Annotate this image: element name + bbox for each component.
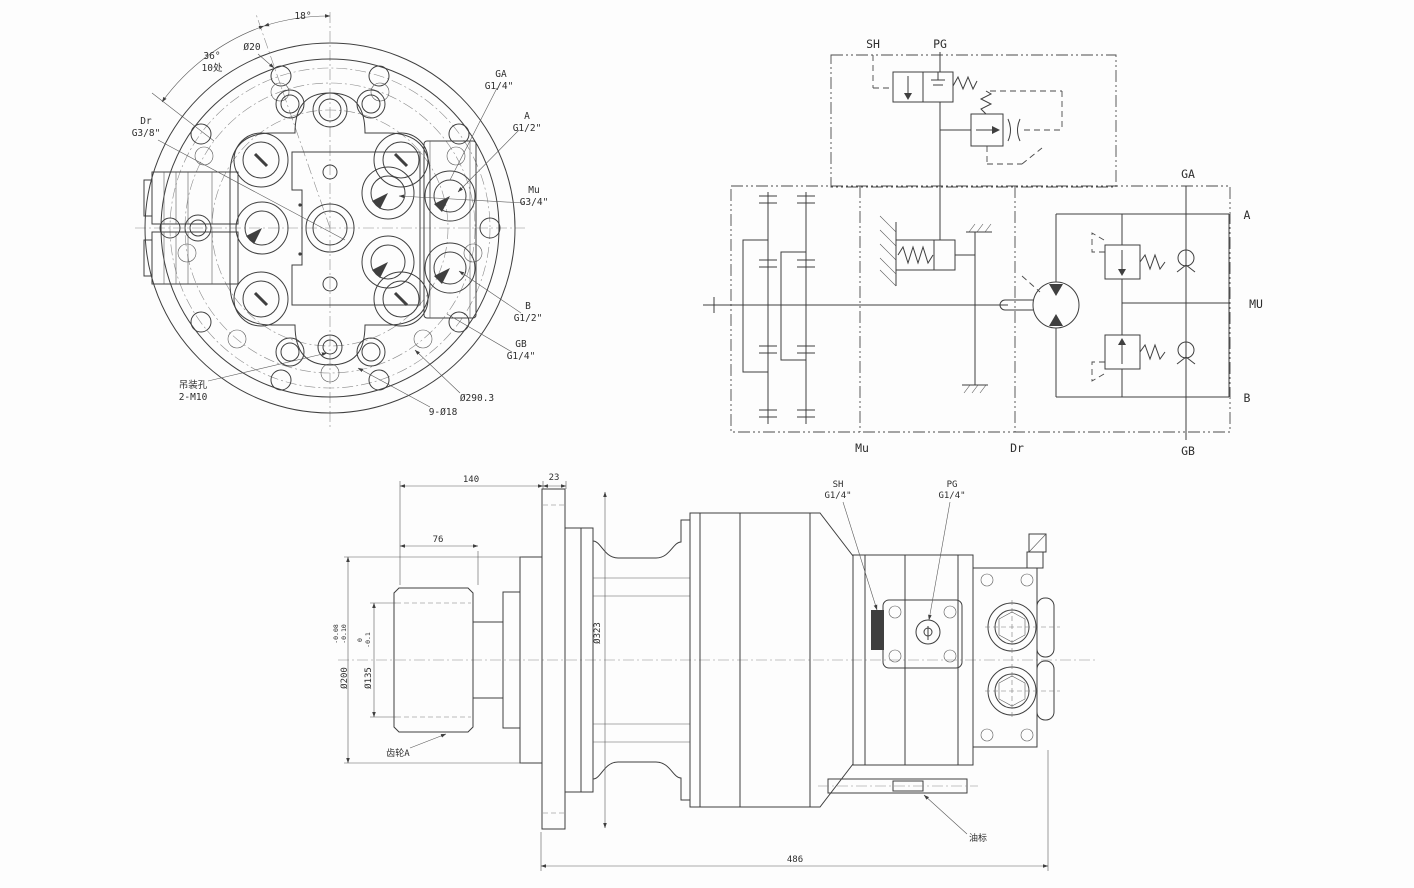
shuttle-valve-symbol	[892, 71, 978, 103]
dim-d135-tol-up: 0	[356, 638, 364, 642]
motor-valve-block	[999, 186, 1230, 440]
sch-label-b: B	[1244, 391, 1251, 405]
label-ga-port: GA	[495, 69, 507, 80]
label-gb-thread: G1/4"	[507, 351, 536, 362]
label-b-thread: G1/2"	[514, 313, 543, 324]
body-ports	[235, 166, 415, 289]
label-b-port: B	[525, 301, 531, 312]
dim-23: 23	[549, 473, 560, 483]
label-mu-thread: G3/4"	[520, 197, 549, 208]
gear-a	[393, 587, 474, 733]
hose-connectors	[143, 171, 239, 285]
dim-angle-18: 18°	[294, 11, 311, 22]
side-dimensions	[344, 481, 1049, 871]
valve-cover-outline	[229, 92, 431, 366]
cover-screws	[233, 89, 429, 367]
bolt-holes-d18	[177, 82, 483, 383]
valve-body	[291, 151, 421, 306]
oil-gauge-rod	[818, 778, 978, 794]
port-end-block	[972, 551, 1060, 748]
dim-76: 76	[433, 535, 444, 545]
side-label-pg: PG	[947, 480, 958, 490]
label-ga-thread: G1/4"	[485, 81, 514, 92]
sch-label-dr: Dr	[1010, 441, 1024, 455]
dim-angle-36: 36°	[203, 51, 220, 62]
gearbox-symbol	[703, 192, 1008, 424]
dim-hole-d20: Ø20	[243, 42, 260, 53]
mounting-flange	[541, 488, 566, 830]
dim-d135: Ø135	[363, 667, 374, 689]
dim-d135-tol-low: -0.1	[364, 632, 372, 648]
reducing-valve-symbol	[940, 90, 1063, 165]
label-mu-port: Mu	[528, 185, 539, 196]
label-oil-gauge: 油标	[969, 832, 987, 844]
label-mount-holes: 9-Ø18	[429, 407, 458, 418]
side-view: 140 23 76 486 Ø323 Ø200 -0.08 -0.10 Ø135…	[332, 473, 1095, 871]
sch-label-a: A	[1244, 208, 1251, 222]
dim-d323: Ø323	[592, 622, 603, 644]
front-view: 18° 36° 10处 Ø20 Dr G3/8" GA G1/4" A G1/2…	[132, 11, 549, 428]
label-bolt-circle: Ø290.3	[460, 393, 494, 404]
sch-label-mu-case: Mu	[855, 441, 869, 455]
dim-d200: Ø200	[339, 667, 350, 689]
label-dr-port: Dr	[140, 116, 152, 127]
dim-angle-36-count: 10处	[202, 62, 223, 74]
label-dr-thread: G3/8"	[132, 128, 161, 139]
label-gb-port: GB	[515, 339, 527, 350]
sch-label-sh: SH	[866, 37, 880, 51]
sh-pg-plate	[871, 599, 963, 669]
gearbox-housing	[581, 519, 690, 559]
port-block-ab	[423, 140, 477, 319]
sch-label-gb: GB	[1181, 444, 1195, 458]
sh-plug	[871, 610, 884, 650]
label-lifting-hole-spec: 2-M10	[179, 392, 208, 403]
label-a-thread: G1/2"	[513, 123, 542, 134]
brake-symbol	[879, 215, 992, 394]
front-port-leaders	[157, 87, 525, 408]
sch-label-ga: GA	[1181, 167, 1195, 181]
side-label-sh-thread: G1/4"	[824, 491, 851, 501]
side-label-sh: SH	[833, 480, 844, 490]
label-a-port: A	[524, 111, 530, 122]
sch-label-mu: MU	[1249, 297, 1263, 311]
hydraulic-schematic: SH PG GA A MU B GB Mu Dr	[703, 37, 1263, 458]
dim-486: 486	[787, 855, 803, 865]
motor-body	[689, 512, 811, 808]
side-label-pg-thread: G1/4"	[938, 491, 965, 501]
label-gear-a: 齿轮A	[386, 747, 410, 759]
label-lifting-hole: 吊装孔	[179, 379, 208, 391]
bolt-holes-d20	[159, 65, 501, 391]
dim-d200-tol-low: -0.10	[340, 624, 348, 644]
dim-d200-tol-up: -0.08	[332, 624, 340, 644]
sch-label-pg: PG	[933, 37, 947, 51]
dim-140: 140	[463, 475, 479, 485]
